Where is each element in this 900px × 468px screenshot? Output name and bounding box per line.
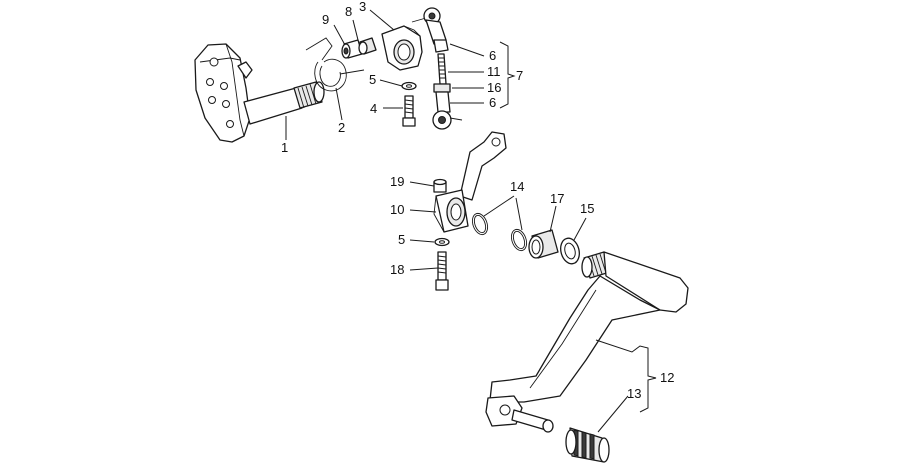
part-19-nut	[433, 178, 447, 193]
part-9-bushing	[341, 39, 363, 59]
callout-7: 7	[516, 68, 523, 83]
callout-2: 2	[338, 120, 345, 135]
callout-1: 1	[281, 140, 288, 155]
callout-6-lower: 6	[489, 95, 496, 110]
part-13-foot-peg-rubber	[565, 427, 610, 463]
part-14-o-rings	[471, 212, 528, 252]
part-2-spring	[305, 37, 365, 92]
part-1-shaft-with-plate	[194, 43, 325, 143]
part-10-shift-arm	[433, 131, 507, 233]
part-16-locknut	[433, 83, 451, 93]
callout-5-lower: 5	[398, 232, 405, 247]
callout-8: 8	[345, 4, 352, 19]
callout-15: 15	[580, 201, 594, 216]
callout-17: 17	[550, 191, 564, 206]
callout-5-upper: 5	[369, 72, 376, 87]
part-5-washer-upper	[401, 81, 417, 91]
callout-19: 19	[390, 174, 404, 189]
part-4-bolt	[402, 95, 416, 127]
part-17-bushing	[528, 229, 559, 259]
callout-13: 13	[627, 386, 641, 401]
part-15-washer	[560, 237, 580, 265]
callout-16: 16	[487, 80, 501, 95]
part-6-ball-joint-upper	[411, 7, 449, 53]
callout-6-upper: 6	[489, 48, 496, 63]
part-6-ball-joint-lower	[432, 91, 463, 130]
leader-lines	[285, 9, 657, 433]
callout-10: 10	[390, 202, 404, 217]
callout-3: 3	[359, 0, 366, 14]
part-11-threaded-rod	[437, 53, 447, 85]
callout-4: 4	[370, 101, 377, 116]
callout-12: 12	[660, 370, 674, 385]
callout-labels: 1 2 3 4 5 6 6 7 8 9 11 16 19 10 14 17 15…	[281, 0, 674, 401]
callout-11: 11	[487, 64, 501, 79]
part-8-nut	[358, 37, 377, 55]
part-5-washer-lower	[434, 237, 450, 247]
part-3-lever-clamp	[381, 25, 423, 71]
callout-18: 18	[390, 262, 404, 277]
callout-14: 14	[510, 179, 524, 194]
callout-9: 9	[322, 12, 329, 27]
part-18-bolt	[435, 251, 449, 291]
part-12-shift-pedal	[485, 251, 689, 433]
